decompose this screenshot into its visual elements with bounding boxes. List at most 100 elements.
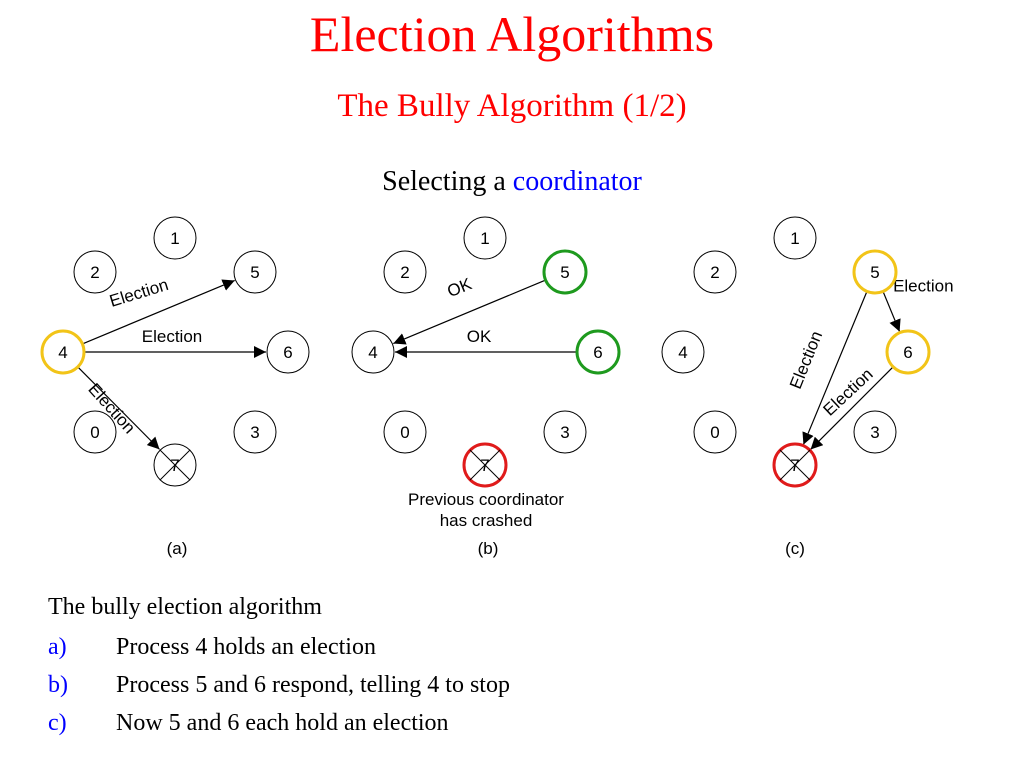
process-node-6: 6 [575,329,621,375]
process-node-3: 3 [233,410,277,454]
node-label: 0 [710,423,719,442]
message-label: Election [893,277,953,296]
process-node-5: 5 [233,250,277,294]
node-circle [463,216,507,260]
process-node-0: 0 [73,410,117,454]
node-circle [693,410,737,454]
process-node-0: 0 [693,410,737,454]
node-circle [542,249,588,295]
node-label: 3 [870,423,879,442]
diagram-heading: Selecting a coordinator [0,162,1024,202]
slide-subtitle: The Bully Algorithm (1/2) [337,88,687,124]
process-node-3: 3 [543,410,587,454]
panel-label: (a) [167,539,188,558]
step-marker: a) [48,634,67,660]
node-label: 0 [90,423,99,442]
crash-cross-line [159,449,191,481]
process-node-4: 4 [661,330,705,374]
node-label: 0 [400,423,409,442]
process-node-2: 2 [383,250,427,294]
node-label: 5 [560,263,569,282]
node-circle [885,329,931,375]
step-list: a) Process 4 holds an election b) Process … [48,628,510,742]
process-node-2: 2 [693,250,737,294]
node-circle [73,410,117,454]
crash-note: has crashed [440,511,533,530]
node-label: 5 [870,263,879,282]
node-label: 3 [250,423,259,442]
message-arrow-5-4 [393,279,546,345]
node-label: 1 [170,229,179,248]
node-circle [853,410,897,454]
message-arrow-4-5 [82,279,235,345]
message-arrow-6-7 [810,366,894,450]
node-circle [233,250,277,294]
panel-c: ElectionElectionElection12546037(c) [661,216,954,558]
node-label: 6 [903,343,912,362]
node-label: 1 [790,229,799,248]
heading-accent: coordinator [512,166,642,197]
crash-cross-line [779,449,811,481]
step-marker: b) [48,672,68,698]
node-label: 6 [283,343,292,362]
node-circle [266,330,310,374]
node-label: 2 [710,263,719,282]
process-node-1: 1 [463,216,507,260]
node-circle [661,330,705,374]
process-node-6: 6 [266,330,310,374]
node-circle [575,329,621,375]
crash-cross-line [469,449,501,481]
node-circle [543,410,587,454]
step-item-a: a) Process 4 holds an election [48,628,510,666]
message-arrow-5-6 [882,291,901,332]
process-node-2: 2 [73,250,117,294]
panel-label: (c) [785,539,805,558]
heading-prefix: Selecting a [382,166,506,197]
node-circle [153,216,197,260]
step-text: Now 5 and 6 each hold an election [116,710,449,736]
step-item-c: c)Now 5 and 6 each hold an election [48,704,510,742]
message-arrow-5-7 [802,291,868,445]
message-label: OK [467,327,492,346]
process-node-6: 6 [885,329,931,375]
node-circle [40,329,86,375]
process-node-0: 0 [383,410,427,454]
node-label: 6 [593,343,602,362]
panel-label: (b) [478,539,499,558]
step-text: Process 5 and 6 respond, telling 4 to st… [116,672,510,698]
bully-algorithm-diagram: ElectionElectionElection12546037(a)OKOK1… [40,216,954,558]
node-label: 3 [560,423,569,442]
node-circle [773,216,817,260]
message-arrow-4-7 [77,366,160,450]
message-label: Election [786,328,826,391]
process-node-5: 5 [542,249,588,295]
node-label: 5 [250,263,259,282]
step-text: Process 4 holds an election [116,634,376,660]
process-node-7: 7 [772,442,818,488]
process-node-4: 4 [351,330,395,374]
process-node-5: 5 [852,249,898,295]
step-item-b: b) Process 5 and 6 respond, telling 4 to … [48,666,510,704]
process-node-7: 7 [462,442,508,488]
node-circle [233,410,277,454]
node-circle [852,249,898,295]
node-circle [351,330,395,374]
node-circle [383,250,427,294]
message-label: OK [444,274,475,301]
slide-title: Election Algorithms [309,6,715,62]
node-label: 4 [678,343,687,362]
node-label: 4 [368,343,377,362]
panel-b: OK OK 1 2 5 4 6 0 3 7Previous coordinator has cras… [351,216,621,558]
node-label: 2 [90,263,99,282]
process-node-4: 4 [40,329,86,375]
node-circle [383,410,427,454]
crash-note: Previous coordinator [408,490,564,509]
process-node-3: 3 [853,410,897,454]
node-label: 1 [480,229,489,248]
process-node-7: 7 [153,443,197,487]
process-node-1: 1 [153,216,197,260]
panel-a: ElectionElectionElection12546037(a) [40,216,310,558]
node-label: 2 [400,263,409,282]
node-circle [73,250,117,294]
figure-caption: The bully election algorithm [48,594,322,620]
